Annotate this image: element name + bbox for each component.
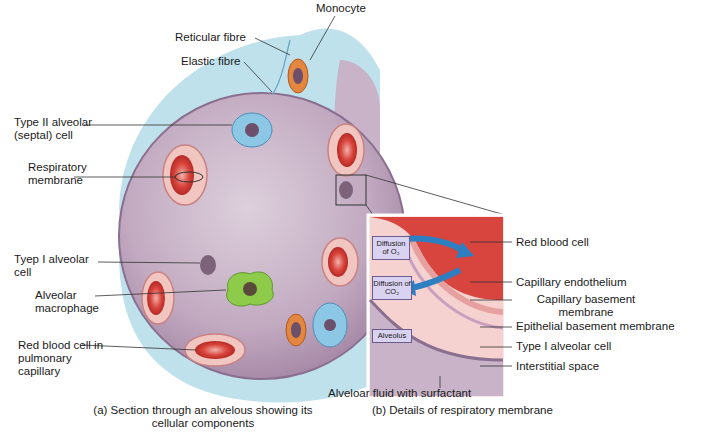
- part-label: Type I alveolar cell: [516, 340, 676, 353]
- box-text: Diffusion of CO₂: [373, 280, 411, 297]
- text-box: Alveolus: [372, 329, 412, 343]
- text-box: Diffusion of O₂: [372, 236, 410, 260]
- part-label: Alveloar fluid with surfactant: [328, 387, 528, 400]
- part-label: Epithelial basement membrane: [516, 320, 715, 333]
- part-label: Alveolar macrophage: [35, 289, 105, 315]
- text-box: Diffusion of CO₂: [372, 276, 412, 300]
- part-label: Reticular fibre: [175, 31, 265, 44]
- box-text: Alveolus: [378, 332, 406, 341]
- part-label: Respiratory membrane: [28, 161, 108, 187]
- part-label: (b) Details of respiratory membrane: [372, 404, 592, 417]
- part-label: Capillary basement membrane: [516, 293, 656, 319]
- box-text: Diffusion of O₂: [373, 240, 409, 257]
- part-label: Tyep I alveolar cell: [14, 253, 104, 279]
- part-label: Red blood cell: [516, 236, 666, 249]
- part-label: Capillary endothelium: [516, 276, 676, 289]
- part-label: Type II alveolar (septal) cell: [14, 116, 114, 142]
- part-label: Red blood cell in pulmonary capillary: [18, 339, 113, 378]
- part-label: Monocyte: [316, 2, 396, 15]
- part-label: Elastic fibre: [181, 55, 261, 68]
- part-label: (a) Section through an alvelous showing …: [88, 404, 318, 430]
- part-label: Interstitial space: [516, 360, 676, 373]
